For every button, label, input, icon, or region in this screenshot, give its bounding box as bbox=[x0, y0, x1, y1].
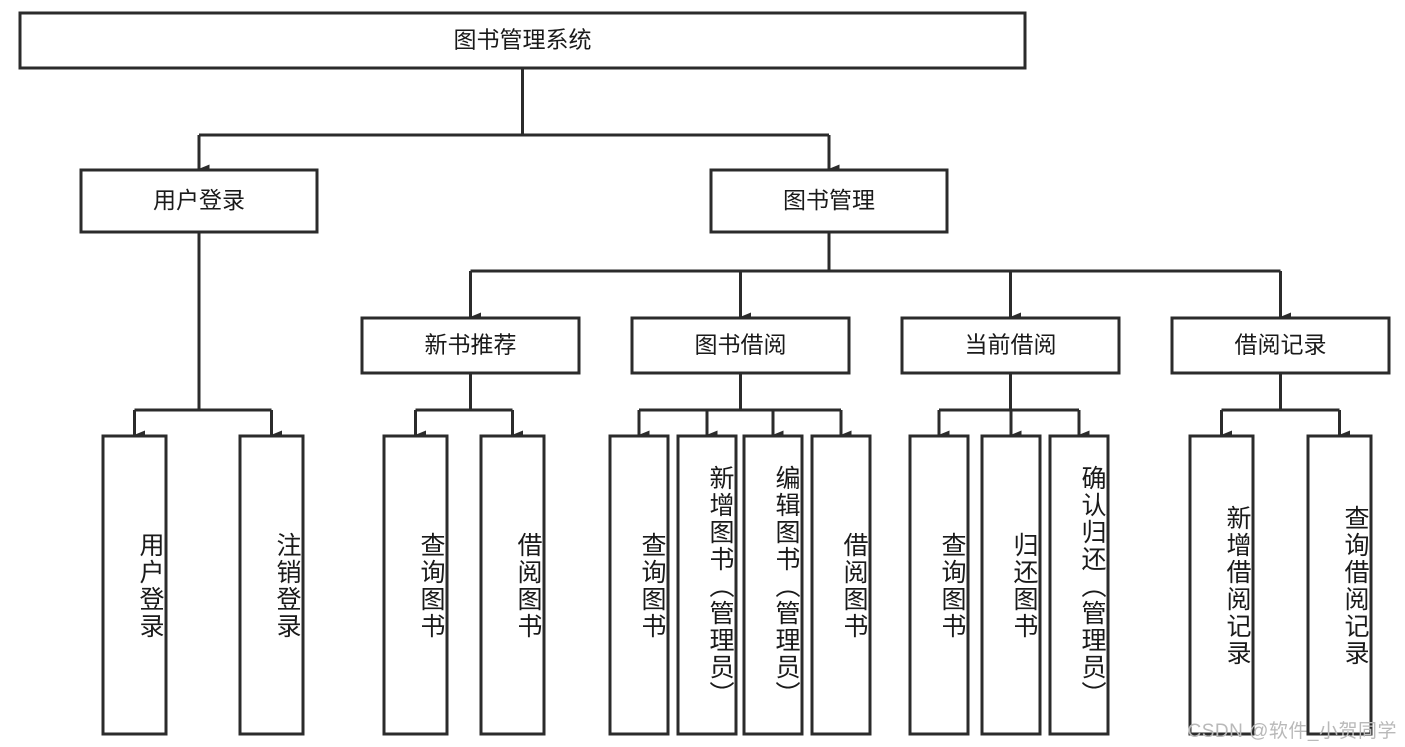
level3-node-box[interactable] bbox=[900, 316, 1121, 375]
leaf-node-box[interactable] bbox=[676, 434, 738, 736]
level2-node-box[interactable] bbox=[709, 168, 949, 234]
leaf-node-box[interactable] bbox=[810, 434, 872, 736]
connector-lines bbox=[133, 68, 1350, 440]
leaf-node-box[interactable] bbox=[1048, 434, 1110, 736]
leaf-node-box[interactable] bbox=[980, 434, 1042, 736]
leaf-node-box[interactable] bbox=[382, 434, 449, 736]
leaf-node-box[interactable] bbox=[908, 434, 970, 736]
level2-node-label: 图书管理 bbox=[783, 187, 875, 213]
leaf-node-box[interactable] bbox=[608, 434, 670, 736]
leaf-node-box[interactable] bbox=[238, 434, 305, 736]
leaf-node-box[interactable] bbox=[1306, 434, 1373, 736]
level3-node-box[interactable] bbox=[360, 316, 581, 375]
root-node-box[interactable] bbox=[18, 11, 1027, 70]
level3-node-label: 新书推荐 bbox=[425, 332, 517, 358]
level3-node-label: 图书借阅 bbox=[695, 332, 787, 358]
leaf-node-box[interactable] bbox=[1188, 434, 1255, 736]
level3-node-label: 当前借阅 bbox=[965, 332, 1057, 358]
level2-node-box[interactable] bbox=[79, 168, 319, 234]
level3-node-box[interactable] bbox=[1170, 316, 1391, 375]
node-boxes bbox=[18, 11, 1391, 736]
level3-node-box[interactable] bbox=[630, 316, 851, 375]
level2-node-label: 用户登录 bbox=[153, 187, 245, 213]
watermark-text: CSDN @软件_小贺同学 bbox=[1187, 721, 1397, 742]
leaf-node-box[interactable] bbox=[101, 434, 168, 736]
level3-node-label: 借阅记录 bbox=[1235, 332, 1327, 358]
leaf-node-box[interactable] bbox=[742, 434, 804, 736]
leaf-node-box[interactable] bbox=[479, 434, 546, 736]
root-node-label: 图书管理系统 bbox=[454, 27, 592, 53]
